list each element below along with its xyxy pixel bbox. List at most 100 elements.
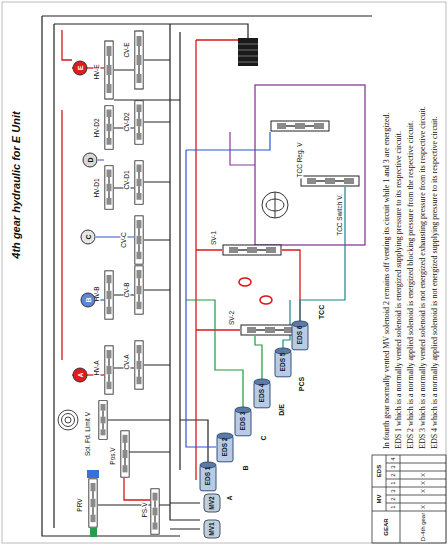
- tcc-housing: [255, 85, 365, 245]
- solenoid-body: [292, 324, 308, 350]
- valve-label: CV-D2: [123, 111, 130, 132]
- solenoid-coil: [238, 44, 258, 62]
- valve-spool: [135, 216, 143, 264]
- table-cell: 2: [390, 472, 397, 477]
- flow-label: B: [242, 464, 250, 471]
- eds-solenoid: EDS 3: [234, 406, 252, 437]
- line-signal: [186, 132, 270, 150]
- line-tcc: [300, 187, 345, 321]
- table-cell: X: [420, 488, 427, 494]
- line-pressure: [195, 40, 196, 480]
- node-label: EDS 3: [240, 412, 247, 431]
- valve-label: HV-D2: [93, 117, 100, 138]
- check-ball: [260, 296, 272, 304]
- valve-spool: [241, 325, 299, 335]
- valve-label: CV-A: [123, 353, 130, 370]
- port-circle: C: [80, 229, 96, 245]
- node-label: C: [85, 234, 92, 239]
- line-bus: [53, 24, 54, 528]
- table-cell: D-4th gear: [420, 512, 427, 542]
- eds-solenoid: EDS 6: [291, 320, 309, 351]
- valve-spool: [151, 489, 159, 534]
- table-cell: EDS: [376, 464, 383, 478]
- node-label: E: [77, 66, 84, 71]
- node-label: EDS 1: [205, 467, 212, 486]
- flow-label: A: [226, 494, 234, 501]
- state-table: [372, 455, 446, 543]
- valve-spool: [105, 106, 113, 150]
- valve-spool: [135, 161, 143, 205]
- solenoid-body: [200, 465, 216, 491]
- eds-solenoid: EDS 2: [216, 432, 234, 463]
- table-grid: [372, 455, 446, 543]
- port-circle: D: [82, 152, 98, 168]
- valve-spool: [301, 176, 359, 186]
- valve-spool: [135, 101, 143, 145]
- port-circle: E: [72, 60, 88, 76]
- line-bus: [170, 24, 200, 520]
- solenoid-body: [204, 520, 220, 538]
- line-pressure: [124, 478, 150, 500]
- table-cell: 2: [390, 496, 397, 501]
- line-tcc: [283, 300, 290, 348]
- line-signal: [186, 150, 216, 447]
- table-cell: GEAR: [383, 517, 390, 536]
- node-label: EDS 6: [297, 326, 304, 345]
- solenoid-coil: [238, 38, 258, 66]
- valve-label: PS-V: [141, 501, 148, 518]
- line-signal: [96, 160, 134, 237]
- valve-label: TCC Reg. V: [296, 141, 303, 178]
- filter-spiral: [65, 417, 71, 423]
- line-tcc: [230, 132, 255, 165]
- valve-label: HV-A: [93, 359, 100, 376]
- eds-lines: [186, 300, 262, 407]
- valve-label: PRV: [76, 497, 83, 512]
- table-cell: MV: [376, 494, 383, 505]
- flow-label: D/E: [278, 403, 286, 417]
- note-line: EDS 2 which is a normally applied soleno…: [407, 120, 416, 450]
- line-bus: [42, 15, 372, 16]
- check-ball: [239, 278, 251, 286]
- note-line: EDS 3 which is a normally vented solenoi…: [419, 105, 428, 450]
- valve-label: HV-E: [93, 63, 100, 80]
- valve-label: Pos.V: [109, 446, 116, 465]
- signal-lines: [96, 132, 270, 447]
- port-circle-shape: [73, 368, 87, 382]
- line-bus: [54, 24, 248, 38]
- valve-spools: [89, 31, 359, 534]
- solenoid-body: [254, 382, 270, 408]
- flow-label: C: [260, 434, 268, 441]
- mv-solenoid: MV2: [203, 493, 221, 513]
- eds-solenoid: EDS 4: [253, 378, 271, 409]
- valve-label: CV-C: [120, 231, 127, 249]
- port-circle-shape: [81, 293, 95, 307]
- diagram-title: 4th gear hydraulic for E Unit: [10, 110, 22, 259]
- valve-spool: [271, 121, 329, 131]
- valve-spool: [135, 266, 143, 314]
- valve-spool: [135, 31, 143, 89]
- node-label: MV1: [209, 522, 216, 535]
- valve-label: HV-D1: [93, 177, 100, 198]
- table-grid: [372, 455, 446, 543]
- node-label: EDS 2: [222, 438, 229, 457]
- node-label: EDS 5: [280, 353, 287, 372]
- table-cell: X: [420, 480, 427, 486]
- flow-label: TCC: [318, 304, 326, 320]
- pressure-lines: [62, 30, 300, 500]
- valve-label: Sol. Fd. Limit V: [84, 411, 91, 457]
- valve-spool: [99, 401, 107, 440]
- note-line: EDS 4 which is a normally applied soleno…: [431, 116, 440, 450]
- valve-label: SV-1: [210, 230, 217, 246]
- main-lines: [42, 16, 372, 536]
- flow-label: PCS: [298, 376, 306, 392]
- valve-label: TCC Switch V.: [336, 193, 343, 237]
- node-label: MV2: [209, 496, 216, 509]
- line-eds: [186, 300, 243, 407]
- line-bus: [179, 32, 180, 470]
- line-link: [114, 70, 180, 368]
- port-circle-shape: [73, 61, 87, 75]
- solenoid-body: [275, 351, 291, 377]
- valve-spool: [121, 431, 129, 477]
- node-label: B: [85, 297, 92, 302]
